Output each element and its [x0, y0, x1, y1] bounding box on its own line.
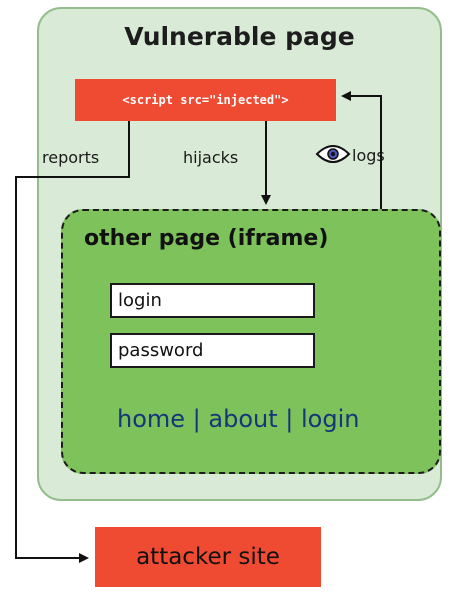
- injected-script-box: <script src="injected">: [75, 79, 336, 121]
- nav-separator: |: [277, 405, 301, 433]
- login-link[interactable]: login: [300, 405, 360, 433]
- attacker-site-box: attacker site: [95, 527, 321, 587]
- reports-label: reports: [42, 148, 100, 167]
- password-field[interactable]: password: [110, 333, 315, 368]
- vulnerable-page-title: Vulnerable page: [124, 22, 355, 51]
- nav-separator: |: [185, 405, 209, 433]
- iframe-nav-links: home | about | login: [117, 405, 359, 433]
- home-link[interactable]: home: [117, 405, 186, 433]
- login-field[interactable]: login: [110, 283, 315, 318]
- iframe-page-title: other page (iframe): [84, 226, 329, 251]
- logs-label: logs: [352, 146, 385, 165]
- hijacks-label: hijacks: [183, 148, 239, 167]
- about-link[interactable]: about: [208, 405, 278, 433]
